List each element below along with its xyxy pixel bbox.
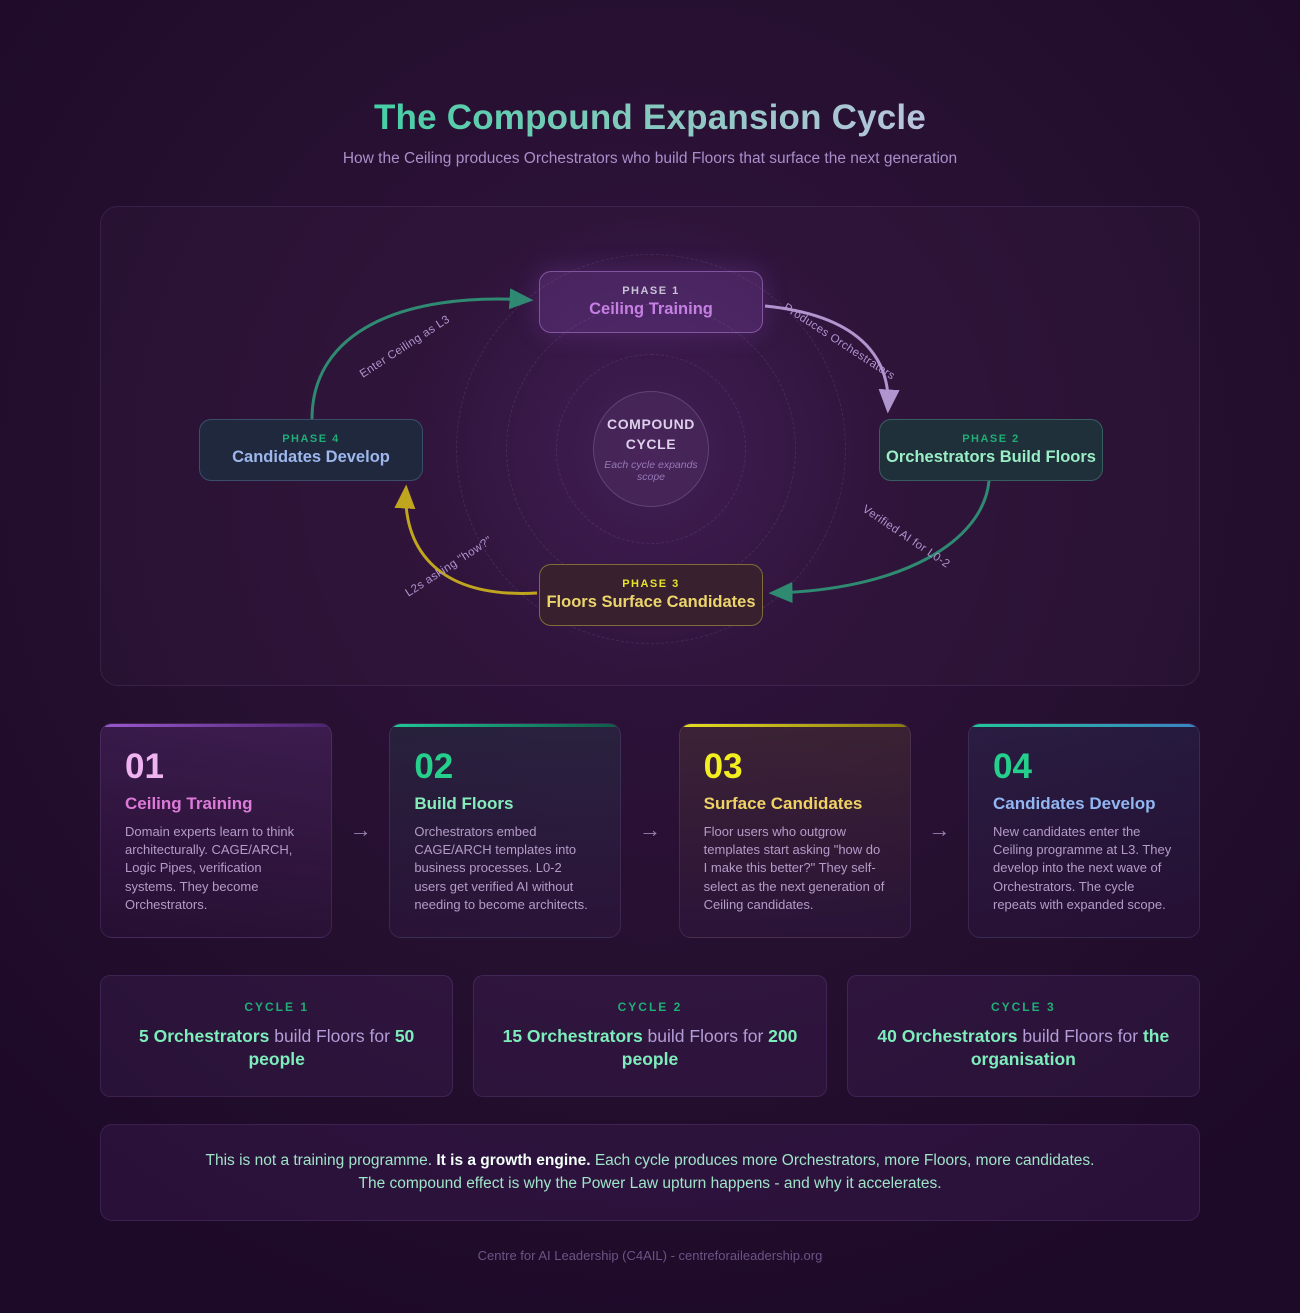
- cycle-1-people: 50 people: [248, 1025, 415, 1070]
- cycle-3-stat: 40 Orchestrators build Floors for the or…: [868, 1025, 1179, 1072]
- step-4-accent-bar: [968, 724, 1199, 727]
- cycle-stats-row: CYCLE 1 5 Orchestrators build Floors for…: [100, 974, 1200, 1098]
- footer-credit: Centre for AI Leadership (C4AIL) - centr…: [477, 1247, 823, 1263]
- phase-1-box: PHASE 1 Ceiling Training: [539, 271, 763, 333]
- cycle-2-box: CYCLE 2 15 Orchestrators build Floors fo…: [473, 974, 827, 1098]
- step-1-number: 01: [125, 747, 164, 786]
- step-2-description: Orchestrators embed CAGE/ARCH templates …: [414, 823, 588, 913]
- cycle-1-stat: 5 Orchestrators build Floors for 50 peop…: [121, 1025, 432, 1072]
- cycle-3-label: CYCLE 3: [990, 999, 1056, 1014]
- step-2-accent-bar: [390, 724, 621, 727]
- dashed-orbit-circle: [456, 254, 846, 644]
- edge-phase2-to-phase3: [768, 480, 991, 604]
- cycle-1-orchestrators: 5 Orchestrators: [139, 1025, 270, 1046]
- step-card-3: 03 Surface Candidates Floor users who ou…: [678, 723, 911, 938]
- step-2-number: 02: [414, 747, 454, 786]
- arrow-right-icon: →: [349, 817, 372, 843]
- cycle-2-orchestrators: 15 Orchestrators: [502, 1025, 643, 1046]
- phase-2-box: PHASE 2 Orchestrators Build Floors: [879, 419, 1103, 481]
- arrow-right-icon: →: [928, 817, 951, 843]
- hub-title: COMPOUND CYCLE: [607, 415, 695, 454]
- summary-part3: The compound effect is why the Power Law…: [358, 1175, 942, 1193]
- phase-1-title: Ceiling Training: [589, 300, 713, 318]
- phase-2-title: Orchestrators Build Floors: [886, 448, 1096, 466]
- summary-callout: This is not a training programme. It is …: [100, 1124, 1200, 1221]
- summary-bold: It is a growth engine.: [436, 1152, 595, 1170]
- step-1-accent-bar: [101, 724, 331, 727]
- phase-3-box: PHASE 3 Floors Surface Candidates: [539, 564, 763, 626]
- hub-title-line1: COMPOUND: [606, 416, 696, 433]
- cycle-3-orchestrators: 40 Orchestrators: [877, 1025, 1018, 1046]
- cycle-1-box: CYCLE 1 5 Orchestrators build Floors for…: [100, 974, 454, 1098]
- cycle-2-label: CYCLE 2: [617, 999, 683, 1014]
- step-3-title: Surface Candidates: [703, 793, 863, 813]
- steps-row: 01 Ceiling Training Domain experts learn…: [100, 723, 1200, 938]
- step-card-1: 01 Ceiling Training Domain experts learn…: [100, 723, 332, 938]
- arrow-right-icon: →: [638, 817, 661, 843]
- step-1-description: Domain experts learn to think architectu…: [125, 823, 295, 913]
- cycle-2-stat: 15 Orchestrators build Floors for 200 pe…: [494, 1025, 805, 1072]
- phase-2-label: PHASE 2: [962, 433, 1020, 445]
- cycle-3-box: CYCLE 3 40 Orchestrators build Floors fo…: [846, 974, 1200, 1098]
- phase-4-title: Candidates Develop: [232, 448, 390, 466]
- phase-1-label: PHASE 1: [622, 285, 680, 297]
- step-card-2: 02 Build Floors Orchestrators embed CAGE…: [389, 723, 622, 938]
- step-4-title: Candidates Develop: [992, 793, 1156, 813]
- phase-3-label: PHASE 3: [622, 578, 680, 590]
- cycle-3-people: the organisation: [970, 1025, 1170, 1070]
- step-3-accent-bar: [679, 724, 910, 727]
- step-card-4: 04 Candidates Develop New candidates ent…: [967, 723, 1200, 938]
- step-4-description: New candidates enter the Ceiling program…: [992, 823, 1172, 913]
- step-4-number: 04: [992, 747, 1032, 786]
- cycle-1-middle: build Floors for: [269, 1025, 395, 1046]
- step-2-title: Build Floors: [414, 793, 514, 813]
- edge-phase1-to-phase2: [764, 304, 900, 414]
- cycle-3-middle: build Floors for: [1017, 1025, 1143, 1046]
- page-subtitle: How the Ceiling produces Orchestrators w…: [342, 150, 958, 167]
- summary-part2: Each cycle produces more Orchestrators, …: [594, 1152, 1095, 1170]
- summary-part1: This is not a training programme.: [205, 1152, 437, 1170]
- hub-subtitle: Each cycle expands scope: [604, 458, 698, 483]
- edge-phase3-to-phase4: [394, 484, 538, 595]
- step-3-description: Floor users who outgrow templates start …: [703, 823, 885, 913]
- page-title: The Compound Expansion Cycle: [373, 98, 927, 137]
- phase-4-label: PHASE 4: [282, 433, 340, 445]
- edge-phase4-to-phase1: [310, 288, 534, 420]
- step-1-title: Ceiling Training: [125, 793, 253, 813]
- cycle-diagram-panel: COMPOUND CYCLE Each cycle expands scope …: [100, 206, 1200, 686]
- step-3-number: 03: [703, 747, 743, 786]
- compound-cycle-hub: COMPOUND CYCLE Each cycle expands scope: [593, 391, 709, 507]
- cycle-1-label: CYCLE 1: [244, 999, 309, 1014]
- header: The Compound Expansion Cycle How the Cei…: [0, 0, 1300, 168]
- phase-3-title: Floors Surface Candidates: [546, 593, 756, 611]
- hub-title-line2: CYCLE: [625, 436, 677, 452]
- cycle-2-middle: build Floors for: [642, 1025, 769, 1046]
- cycle-arrows: [310, 288, 991, 604]
- cycle-2-people: 200 people: [621, 1025, 798, 1070]
- phase-4-box: PHASE 4 Candidates Develop: [199, 419, 423, 481]
